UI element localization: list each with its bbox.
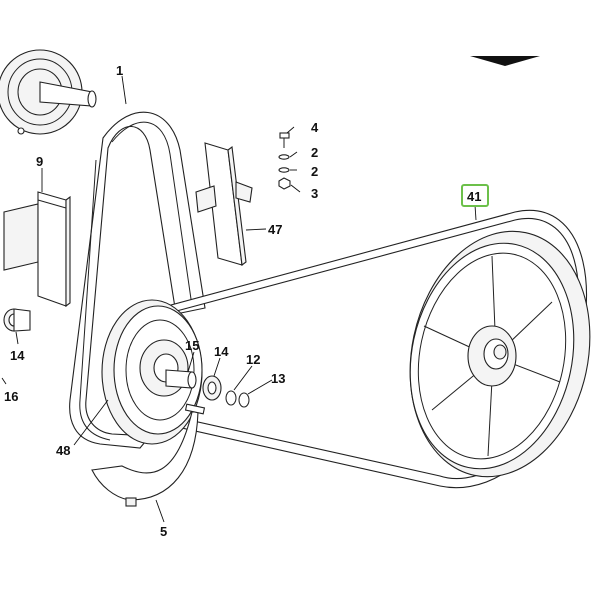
callout-5: 5 xyxy=(160,524,167,539)
callout-47: 47 xyxy=(268,222,282,237)
belt-guard-part-5 xyxy=(91,411,199,507)
shaft-end-left xyxy=(3,308,31,332)
large-pulley xyxy=(409,230,591,478)
corner-marker xyxy=(470,56,540,66)
callout-48: 48 xyxy=(56,443,70,458)
callout-13: 13 xyxy=(271,371,285,386)
callout-12: 12 xyxy=(246,352,260,367)
v-belt-part-1 xyxy=(69,111,206,449)
callout-14-right: 14 xyxy=(214,344,229,359)
top-left-pulley xyxy=(0,49,97,135)
key-part-15 xyxy=(184,403,206,415)
drive-pulley-part-48 xyxy=(101,299,203,445)
callout-15: 15 xyxy=(185,338,199,353)
callout-2b: 2 xyxy=(311,164,318,179)
bearing-and-rings xyxy=(202,375,250,408)
callout-14-left: 14 xyxy=(10,348,25,363)
callout-9: 9 xyxy=(36,154,43,169)
bracket-part-47 xyxy=(195,142,253,267)
callout-3: 3 xyxy=(311,186,318,201)
leader-lines xyxy=(1,75,477,523)
hardware-bolt-washers-nut xyxy=(278,132,291,190)
callout-2a: 2 xyxy=(311,145,318,160)
bracket-part-9 xyxy=(3,191,71,308)
callout-4: 4 xyxy=(311,120,319,135)
callout-1: 1 xyxy=(116,63,123,78)
callout-41: 41 xyxy=(467,189,481,204)
highlight-box-41 xyxy=(461,184,489,207)
callout-16: 16 xyxy=(4,389,18,404)
